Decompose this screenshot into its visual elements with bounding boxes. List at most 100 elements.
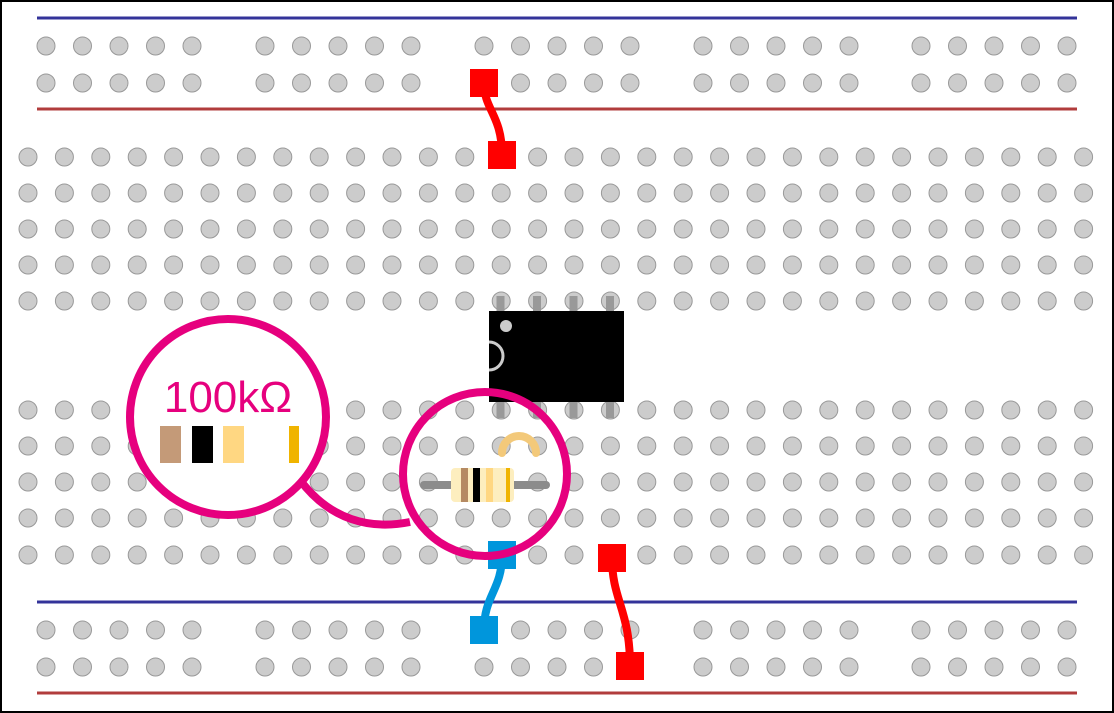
grid-hole[interactable] <box>819 219 839 239</box>
grid-hole[interactable] <box>164 255 184 275</box>
grid-hole[interactable] <box>54 545 74 565</box>
grid-hole[interactable] <box>819 183 839 203</box>
rail-hole[interactable] <box>803 620 822 640</box>
grid-hole[interactable] <box>1074 219 1094 239</box>
grid-hole[interactable] <box>928 291 948 311</box>
grid-hole[interactable] <box>54 472 74 492</box>
grid-hole[interactable] <box>528 545 548 565</box>
grid-hole[interactable] <box>418 291 438 311</box>
grid-hole[interactable] <box>164 183 184 203</box>
grid-hole[interactable] <box>892 472 912 492</box>
grid-hole[interactable] <box>928 400 948 420</box>
rail-hole[interactable] <box>36 657 56 677</box>
grid-hole[interactable] <box>164 291 184 311</box>
rail-hole[interactable] <box>803 657 822 677</box>
rail-hole[interactable] <box>146 36 165 56</box>
grid-hole[interactable] <box>564 508 584 528</box>
rail-hole[interactable] <box>511 657 530 677</box>
grid-hole[interactable] <box>1037 147 1057 167</box>
grid-hole[interactable] <box>382 255 402 275</box>
rail-hole[interactable] <box>730 36 749 56</box>
grid-hole[interactable] <box>637 291 657 311</box>
grid-hole[interactable] <box>54 400 74 420</box>
grid-hole[interactable] <box>346 436 366 456</box>
grid-hole[interactable] <box>528 219 548 239</box>
grid-hole[interactable] <box>928 183 948 203</box>
rail-hole[interactable] <box>365 657 384 677</box>
grid-hole[interactable] <box>18 400 38 420</box>
grid-hole[interactable] <box>710 436 730 456</box>
grid-hole[interactable] <box>819 472 839 492</box>
rail-hole[interactable] <box>839 620 859 640</box>
rail-hole[interactable] <box>766 73 786 93</box>
rail-hole[interactable] <box>292 36 311 56</box>
grid-hole[interactable] <box>236 147 256 167</box>
grid-hole[interactable] <box>127 508 147 528</box>
rail-hole[interactable] <box>584 36 603 56</box>
rail-hole[interactable] <box>839 657 859 677</box>
grid-hole[interactable] <box>928 147 948 167</box>
resistor[interactable] <box>420 468 550 502</box>
rail-hole[interactable] <box>839 36 859 56</box>
grid-hole[interactable] <box>673 183 693 203</box>
grid-hole[interactable] <box>418 255 438 275</box>
rail-hole[interactable] <box>766 36 786 56</box>
rail-hole[interactable] <box>401 73 421 93</box>
grid-hole[interactable] <box>273 508 293 528</box>
grid-hole[interactable] <box>273 183 293 203</box>
grid-hole[interactable] <box>964 255 984 275</box>
grid-hole[interactable] <box>54 436 74 456</box>
grid-hole[interactable] <box>928 508 948 528</box>
grid-hole[interactable] <box>1037 400 1057 420</box>
grid-hole[interactable] <box>673 147 693 167</box>
rail-hole[interactable] <box>73 36 92 56</box>
grid-hole[interactable] <box>928 472 948 492</box>
grid-hole[interactable] <box>91 183 111 203</box>
rail-hole[interactable] <box>474 657 494 677</box>
grid-hole[interactable] <box>855 436 875 456</box>
grid-hole[interactable] <box>127 219 147 239</box>
grid-hole[interactable] <box>964 291 984 311</box>
rail-hole[interactable] <box>73 620 92 640</box>
grid-hole[interactable] <box>164 545 184 565</box>
grid-hole[interactable] <box>418 183 438 203</box>
grid-hole[interactable] <box>964 219 984 239</box>
grid-hole[interactable] <box>710 219 730 239</box>
grid-hole[interactable] <box>164 508 184 528</box>
grid-hole[interactable] <box>236 255 256 275</box>
grid-hole[interactable] <box>782 400 802 420</box>
grid-hole[interactable] <box>710 400 730 420</box>
grid-hole[interactable] <box>54 291 74 311</box>
grid-hole[interactable] <box>18 291 38 311</box>
grid-hole[interactable] <box>455 219 475 239</box>
grid-hole[interactable] <box>782 147 802 167</box>
rail-hole[interactable] <box>803 73 822 93</box>
grid-hole[interactable] <box>855 291 875 311</box>
grid-hole[interactable] <box>564 545 584 565</box>
grid-hole[interactable] <box>673 472 693 492</box>
grid-hole[interactable] <box>528 183 548 203</box>
grid-hole[interactable] <box>127 545 147 565</box>
grid-hole[interactable] <box>710 255 730 275</box>
rail-hole[interactable] <box>36 620 56 640</box>
rail-hole[interactable] <box>984 620 1004 640</box>
grid-hole[interactable] <box>855 508 875 528</box>
grid-hole[interactable] <box>1001 291 1021 311</box>
grid-hole[interactable] <box>710 291 730 311</box>
grid-hole[interactable] <box>455 508 475 528</box>
grid-hole[interactable] <box>855 219 875 239</box>
grid-hole[interactable] <box>600 219 620 239</box>
grid-hole[interactable] <box>673 255 693 275</box>
grid-hole[interactable] <box>273 255 293 275</box>
grid-hole[interactable] <box>964 436 984 456</box>
rail-hole[interactable] <box>547 73 567 93</box>
wire-ground-bottom[interactable] <box>470 541 516 644</box>
grid-hole[interactable] <box>528 508 548 528</box>
grid-hole[interactable] <box>382 219 402 239</box>
grid-hole[interactable] <box>564 255 584 275</box>
grid-hole[interactable] <box>418 436 438 456</box>
grid-hole[interactable] <box>418 545 438 565</box>
rail-hole[interactable] <box>547 620 567 640</box>
rail-hole[interactable] <box>911 73 931 93</box>
grid-hole[interactable] <box>782 219 802 239</box>
